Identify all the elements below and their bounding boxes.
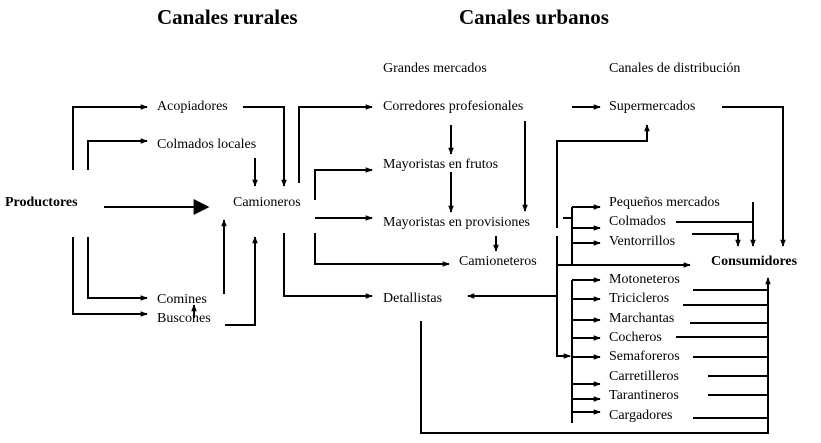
edge-acopiadores-camioneros [243,106,287,187]
node-carretilleros: Carretilleros [609,369,679,384]
node-pequenos-mercados: Pequeños mercados [609,195,720,210]
node-mayoristas-provisiones: Mayoristas en provisiones [383,215,530,230]
edge-buscones-camioneros [225,236,258,326]
node-motoneteros: Motoneteros [609,272,680,287]
node-colmados: Colmados [609,214,666,229]
edge-productores-comines [87,237,148,301]
node-comines: Comines [157,292,207,307]
edge-productores-acopiadores [72,104,148,170]
title-urban-channels: Canales urbanos [459,5,609,29]
edge-productores-colmados-locales [87,138,148,170]
node-buscones: Buscones [157,311,211,326]
edge-camioneros-mayoristas-frutos [314,167,373,200]
node-acopiadores: Acopiadores [157,99,228,114]
trunk-mayoristas-lower [556,236,571,359]
header-canales-distribucion: Canales de distribución [609,61,741,76]
edge-ventorrillos-consumidores [692,233,741,247]
title-rural-channels: Canales rurales [157,5,298,29]
node-supermercados: Supermercados [609,99,696,114]
node-consumidores: Consumidores [711,254,798,269]
node-corredores-profesionales: Corredores profesionales [383,99,524,114]
node-colmados-locales: Colmados locales [157,137,257,152]
edge-camioneros-corredores [298,104,373,183]
node-cocheros: Cocheros [609,330,662,345]
edge-camioneros-camioneteros [314,233,450,267]
edge-supermercados-consumidores [722,106,786,247]
node-camioneros: Camioneros [233,195,301,210]
node-detallistas: Detallistas [383,291,443,306]
edge-productores-buscones [72,237,148,317]
node-productores: Productores [5,195,78,210]
header-grandes-mercados: Grandes mercados [383,61,487,76]
node-tarantineros: Tarantineros [609,388,679,403]
node-mayoristas-frutos: Mayoristas en frutos [383,157,499,172]
node-tricicleros: Tricicleros [609,291,670,306]
edge-mayoristas-supermercados [556,124,650,228]
node-camioneteros: Camioneteros [459,254,537,269]
edge-camioneros-detallistas [283,233,373,299]
node-semaforeros: Semaforeros [609,349,680,364]
node-ventorrillos: Ventorrillos [609,234,676,249]
node-marchantas: Marchantas [609,311,675,326]
node-cargadores: Cargadores [609,408,673,423]
edge-detallistas-consumidores [420,321,769,434]
